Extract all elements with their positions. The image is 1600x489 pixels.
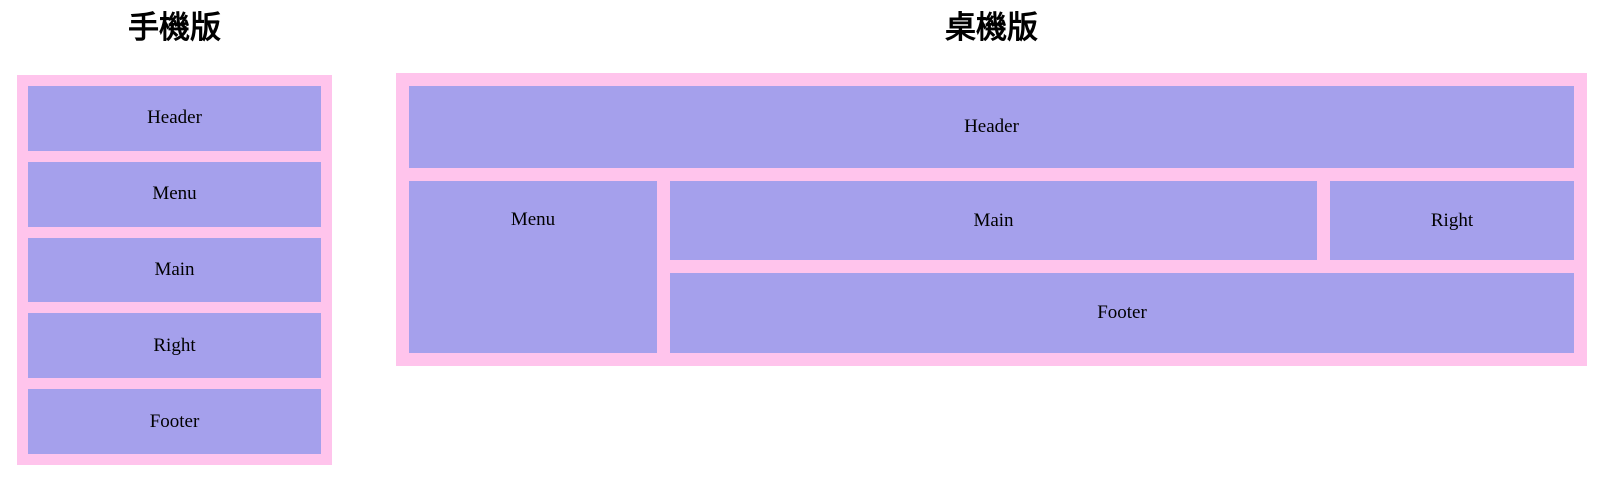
mobile-header-box: Header	[28, 86, 321, 151]
mobile-main-box: Main	[28, 237, 321, 303]
mobile-right-box: Right	[28, 313, 321, 379]
desktop-main-box: Main	[670, 181, 1317, 260]
desktop-version-title: 桌機版	[945, 10, 1038, 45]
desktop-header-box: Header	[409, 86, 1574, 168]
mobile-menu-box: Menu	[28, 161, 321, 227]
desktop-footer-box: Footer	[670, 273, 1574, 353]
mobile-layout-panel: Header Menu Main Right Footer	[17, 75, 332, 465]
mobile-version-title: 手機版	[128, 10, 221, 45]
desktop-layout-panel: Header Menu Main Right Footer	[396, 73, 1587, 366]
desktop-right-box: Right	[1330, 181, 1574, 260]
mobile-footer-box: Footer	[28, 389, 321, 454]
desktop-menu-box: Menu	[409, 181, 657, 353]
